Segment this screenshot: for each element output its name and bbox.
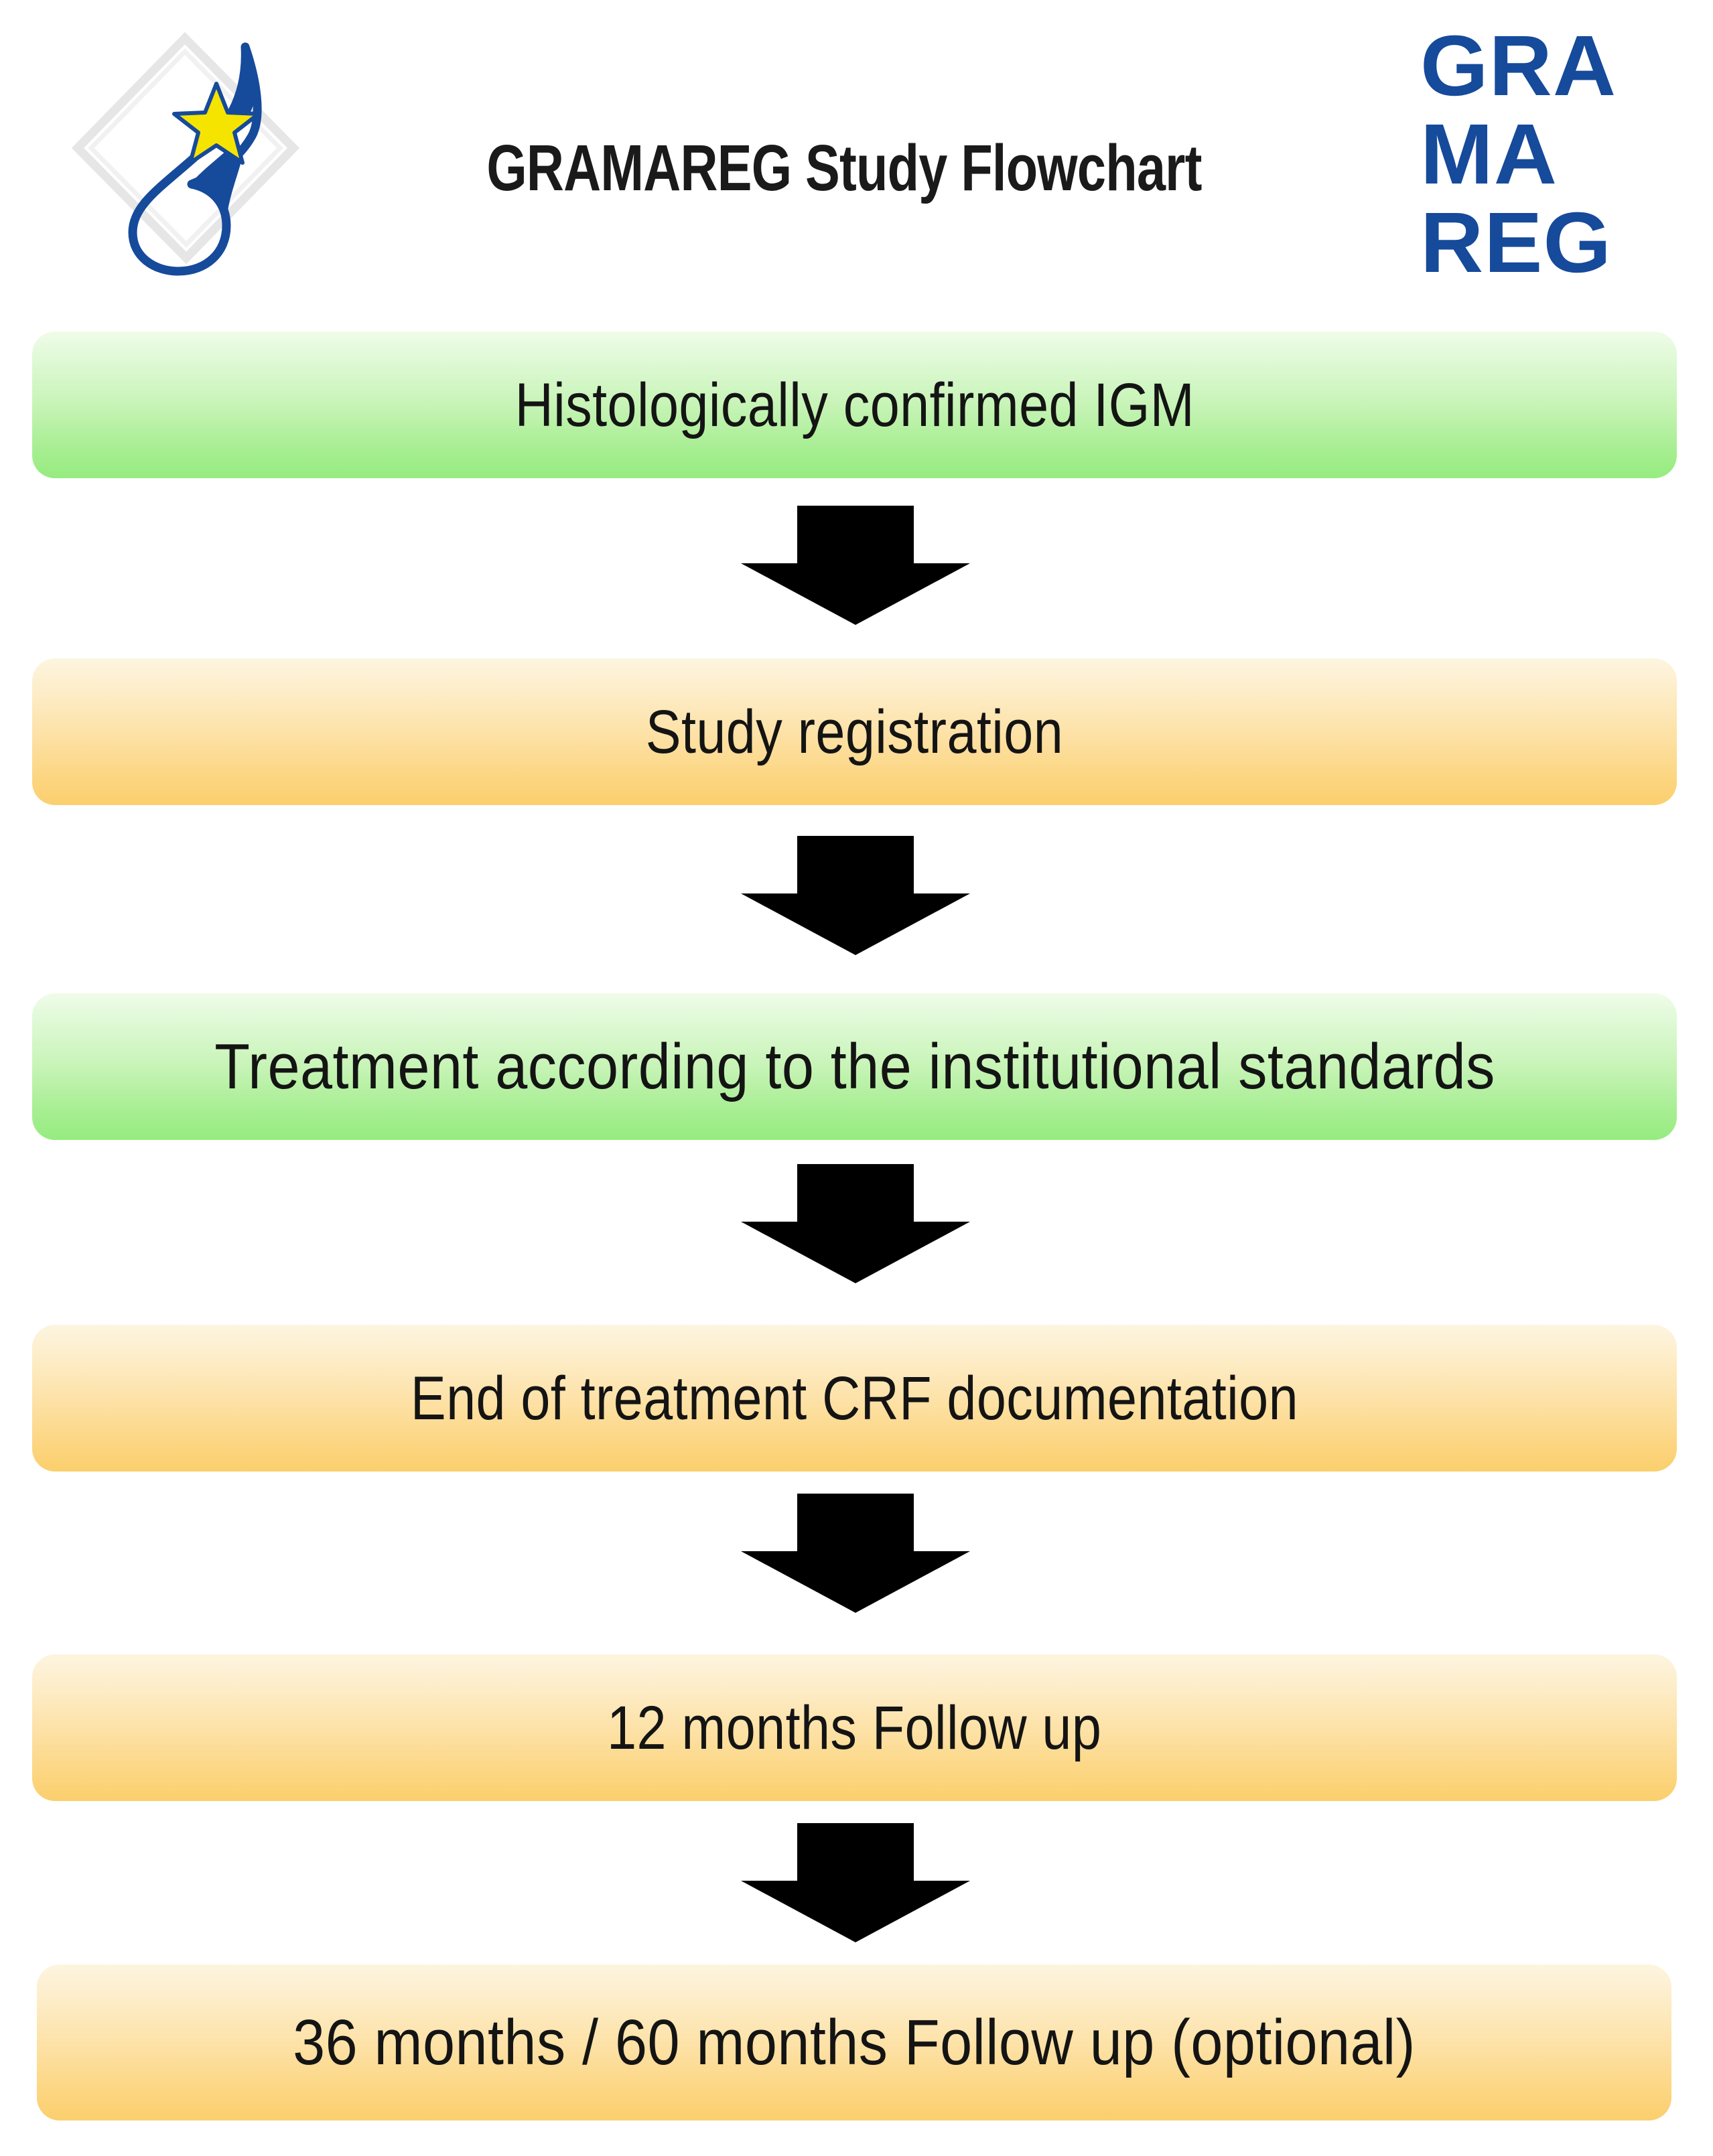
arrow-down-icon <box>741 836 970 955</box>
wordmark-line-2: MA <box>1420 106 1558 202</box>
wordmark-line-3: REG <box>1420 195 1612 291</box>
flow-node-label: End of treatment CRF documentation <box>410 1364 1299 1433</box>
flow-node-treatment-institutional-standards: Treatment according to the institutional… <box>32 993 1677 1140</box>
flow-node-label: Study registration <box>645 697 1064 766</box>
flowchart-header: GRAMAREG Study Flowchart GRA MA REG <box>0 0 1713 315</box>
flow-node-label: Treatment according to the institutional… <box>214 1030 1495 1102</box>
arrow-down-icon <box>741 1494 970 1613</box>
wordmark-line-1: GRA <box>1420 18 1617 114</box>
flow-node-label: Histologically confirmed IGM <box>515 370 1194 439</box>
arrow-down-icon <box>741 1164 970 1283</box>
star-icon <box>172 82 261 165</box>
flow-node-histologically-confirmed-igm: Histologically confirmed IGM <box>32 332 1677 478</box>
gramareg-droplet-star-logo <box>47 17 308 285</box>
flow-node-end-of-treatment-crf-documentation: End of treatment CRF documentation <box>32 1325 1677 1471</box>
arrow-down-icon <box>741 506 970 625</box>
flow-node-label: 12 months Follow up <box>607 1693 1102 1762</box>
flow-node-study-registration: Study registration <box>32 658 1677 805</box>
flow-node-label: 36 months / 60 months Follow up (optiona… <box>293 2006 1416 2078</box>
flow-node-36-60-months-follow-up-optional: 36 months / 60 months Follow up (optiona… <box>37 1964 1671 2121</box>
flow-node-12-months-follow-up: 12 months Follow up <box>32 1654 1677 1801</box>
page-title: GRAMAREG Study Flowchart <box>486 131 1202 204</box>
arrow-down-icon <box>741 1823 970 1942</box>
study-flowchart: Histologically confirmed IGM Study regis… <box>0 315 1713 2156</box>
gramareg-wordmark-logo: GRA MA REG <box>1420 23 1661 286</box>
